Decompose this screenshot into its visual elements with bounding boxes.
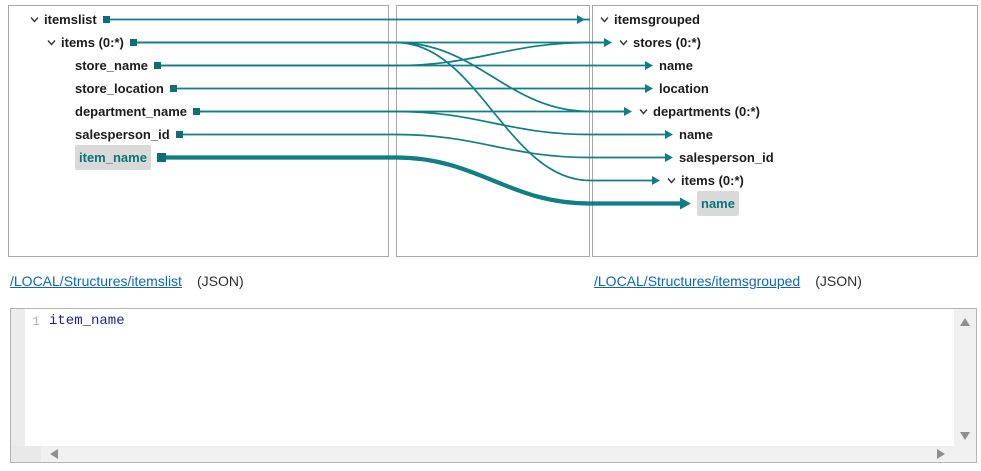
field-label: store_location xyxy=(75,81,164,96)
field-label: itemsgrouped xyxy=(614,12,700,27)
source-field-itemslist[interactable]: itemslist xyxy=(9,8,388,31)
connector-square-icon[interactable] xyxy=(153,62,161,69)
source-structure-footer: /LOCAL/Structures/itemslist (JSON) xyxy=(10,273,244,291)
mapping-line-items-to-departments[interactable] xyxy=(137,41,625,113)
source-structure-link[interactable]: /LOCAL/Structures/itemslist xyxy=(10,273,182,289)
target-tree: itemsgrouped stores (0:*) name location depa… xyxy=(593,8,977,216)
field-label: items (0:*) xyxy=(61,35,124,50)
target-field-name[interactable]: name xyxy=(593,191,977,216)
expression-code: item_name xyxy=(49,313,125,329)
target-structure-link[interactable]: /LOCAL/Structures/itemsgrouped xyxy=(594,273,801,289)
target-structure-footer: /LOCAL/Structures/itemsgrouped (JSON) xyxy=(594,273,862,291)
connector-square-icon[interactable] xyxy=(169,85,177,92)
source-schema-panel: itemslist items (0:*) store_name store_loca… xyxy=(8,5,389,257)
horizontal-scrollbar[interactable] xyxy=(41,446,954,462)
scroll-up-icon[interactable] xyxy=(960,318,970,326)
scrollbar-corner-left xyxy=(11,446,41,462)
field-label: name xyxy=(679,127,713,142)
field-label: name xyxy=(697,191,739,216)
target-format-label: (JSON) xyxy=(815,273,862,289)
source-field-items-0-[interactable]: items (0:*) xyxy=(9,31,388,54)
target-field-name[interactable]: name xyxy=(593,54,977,77)
expression-input[interactable]: item_name xyxy=(44,309,954,446)
field-label: location xyxy=(659,81,709,96)
scroll-down-icon[interactable] xyxy=(960,432,970,440)
mapping-line-items-to-items[interactable] xyxy=(137,41,653,182)
connector-square-icon[interactable] xyxy=(129,39,137,46)
chevron-down-icon[interactable] xyxy=(638,106,649,117)
chevron-down-icon[interactable] xyxy=(46,37,57,48)
field-label: name xyxy=(659,58,693,73)
target-schema-panel: itemsgrouped stores (0:*) name location depa… xyxy=(592,5,978,257)
field-label: itemslist xyxy=(44,12,97,27)
field-label: store_name xyxy=(75,58,148,73)
chevron-down-icon[interactable] xyxy=(29,14,40,25)
connector-square-icon[interactable] xyxy=(175,131,183,138)
chevron-down-icon[interactable] xyxy=(666,175,677,186)
chevron-down-icon[interactable] xyxy=(618,37,629,48)
connector-square-icon[interactable] xyxy=(156,153,166,162)
source-field-store-name[interactable]: store_name xyxy=(9,54,388,77)
scroll-right-icon[interactable] xyxy=(937,449,945,459)
source-format-label: (JSON) xyxy=(196,273,244,289)
source-tree: itemslist items (0:*) store_name store_loca… xyxy=(9,8,388,170)
target-field-name[interactable]: name xyxy=(593,123,977,146)
line-number: 1 xyxy=(32,314,40,329)
expression-editor: 1 item_name xyxy=(10,308,977,463)
target-field-salesperson-id[interactable]: salesperson_id xyxy=(593,146,977,169)
target-field-location[interactable]: location xyxy=(593,77,977,100)
target-field-stores-0-[interactable]: stores (0:*) xyxy=(593,31,977,54)
source-field-department-name[interactable]: department_name xyxy=(9,100,388,123)
field-label: salesperson_id xyxy=(679,150,774,165)
scroll-left-icon[interactable] xyxy=(50,449,58,459)
source-field-salesperson-id[interactable]: salesperson_id xyxy=(9,123,388,146)
chevron-down-icon[interactable] xyxy=(599,14,610,25)
editor-gutter: 1 xyxy=(11,309,44,446)
target-field-departments-0-[interactable]: departments (0:*) xyxy=(593,100,977,123)
field-label: department_name xyxy=(75,104,187,119)
vertical-scrollbar[interactable] xyxy=(954,309,976,446)
source-field-store-location[interactable]: store_location xyxy=(9,77,388,100)
field-label: salesperson_id xyxy=(75,127,170,142)
mapping-line-salesperson_id-to-salesperson_id[interactable] xyxy=(183,133,666,159)
target-field-itemsgrouped[interactable]: itemsgrouped xyxy=(593,8,977,31)
field-label: stores (0:*) xyxy=(633,35,701,50)
field-label: departments (0:*) xyxy=(653,104,760,119)
mapping-line-department_name-to-name[interactable] xyxy=(200,110,666,136)
field-label: items (0:*) xyxy=(681,173,744,188)
mapping-line-item_name-to-name[interactable] xyxy=(166,155,681,206)
mapping-lines-layer xyxy=(110,15,691,210)
source-field-item-name[interactable]: item_name xyxy=(9,145,388,170)
target-field-items-0-[interactable]: items (0:*) xyxy=(593,169,977,192)
scrollbar-corner-right xyxy=(954,446,976,462)
connector-square-icon[interactable] xyxy=(102,16,110,23)
field-label: item_name xyxy=(75,145,151,170)
connector-square-icon[interactable] xyxy=(192,108,200,115)
